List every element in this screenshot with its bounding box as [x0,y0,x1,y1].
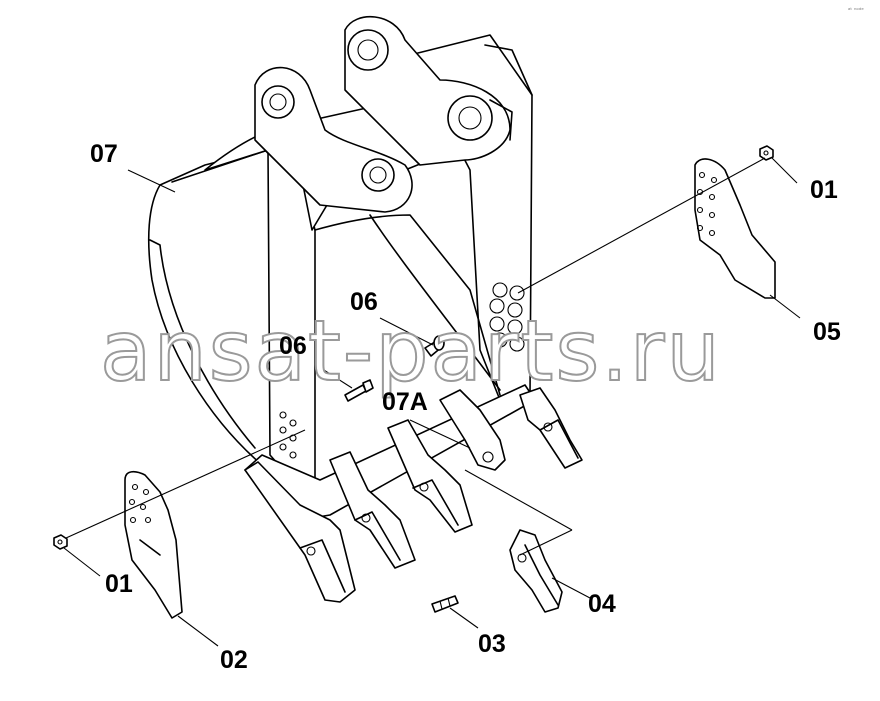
callout-01-left: 01 [105,570,133,598]
bucket-teeth [244,387,583,603]
side-cutter-05 [694,158,776,299]
mounting-brackets [254,16,513,213]
callout-04: 04 [588,590,616,618]
callout-05: 05 [813,318,841,346]
callout-03: 03 [478,630,506,658]
nut-01-left [53,534,68,550]
callout-06-small: 06 [279,332,307,360]
bolt-holes-right [489,282,525,352]
leader-lines [63,157,801,647]
bolt-holes-left [279,411,297,459]
pin-03 [431,595,459,613]
watermark-text: ansat-parts.ru [100,302,722,400]
callout-labels: 07 06 06 07A 01 05 01 02 03 04 [90,140,841,674]
bolt-06-large [424,335,445,357]
callout-02: 02 [220,646,248,674]
corner-mark: ᵃᵗ ⁿᵒᵈᵉ [848,7,864,14]
nut-01-right [759,145,774,161]
tooth-04 [509,529,563,613]
side-cutter-02 [124,470,183,619]
bolt-06-small [344,379,374,402]
callout-07A: 07A [382,388,428,416]
callout-06-large: 06 [350,288,378,316]
callout-07: 07 [90,140,118,168]
callout-01-right: 01 [810,176,838,204]
